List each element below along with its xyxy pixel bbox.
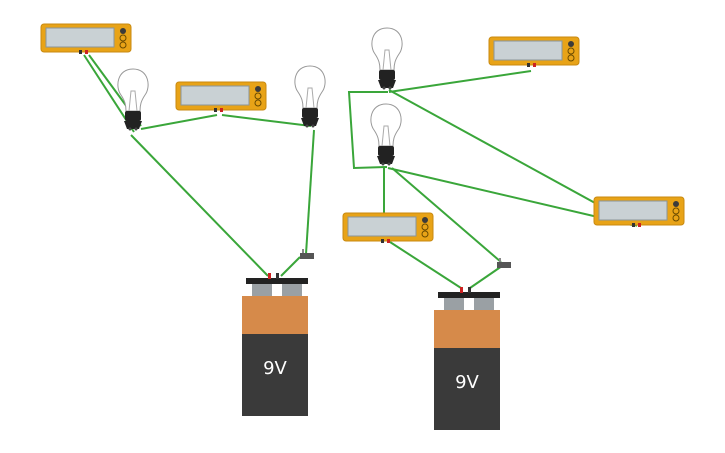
multimeter-top-left[interactable] xyxy=(40,23,132,55)
light-bulb[interactable] xyxy=(370,103,402,166)
battery-left[interactable]: 9V xyxy=(242,273,308,416)
wire xyxy=(140,114,218,130)
battery-right[interactable]: 9V xyxy=(434,287,500,430)
wire xyxy=(388,70,532,93)
wire xyxy=(280,256,301,277)
light-bulb[interactable] xyxy=(371,27,403,90)
wire xyxy=(130,134,269,277)
wire xyxy=(221,114,312,127)
wire xyxy=(469,265,503,289)
wire xyxy=(389,241,462,289)
multimeter-top-right[interactable] xyxy=(488,36,580,68)
light-bulb[interactable] xyxy=(294,65,326,128)
wire xyxy=(347,91,388,170)
wire xyxy=(305,129,315,255)
wire xyxy=(387,167,633,226)
wire xyxy=(391,167,502,263)
multimeter-far-right[interactable] xyxy=(593,196,685,228)
battery-label: 9V xyxy=(263,358,287,379)
battery-label: 9V xyxy=(455,372,479,393)
multimeter-middle-right[interactable] xyxy=(342,212,434,244)
switch[interactable] xyxy=(497,258,511,268)
circuit-2-wires xyxy=(347,70,638,289)
multimeter-middle-left[interactable] xyxy=(175,81,267,113)
